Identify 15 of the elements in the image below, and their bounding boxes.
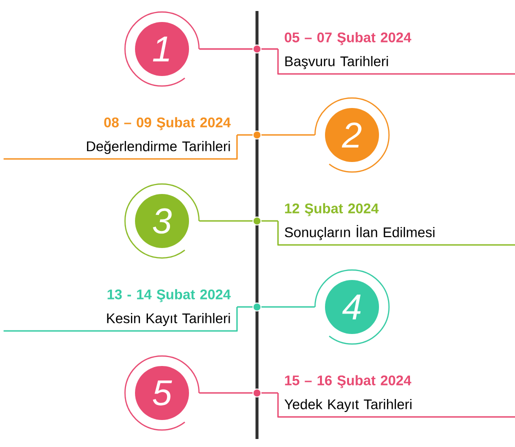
- description-text: Yedek Kayıt Tarihleri: [284, 399, 412, 412]
- date-text: 13 - 14 Şubat 2024: [108, 289, 231, 302]
- connector-line: [199, 220, 278, 222]
- date-text: 08 – 09 Şubat 2024: [104, 117, 231, 130]
- description-text: Değerlendirme Tarihleri: [87, 140, 230, 154]
- date-text: 15 – 16 Şubat 2024: [285, 375, 412, 388]
- connector-line: [237, 306, 315, 308]
- description-text: Kesin Kayıt Tarihleri: [107, 313, 230, 326]
- date-text: 05 – 07 Şubat 2024: [284, 32, 412, 46]
- description-text: Başvuru Tarihleri: [285, 56, 388, 70]
- connector-line: [199, 392, 278, 394]
- date-text: 12 Şubat 2024: [285, 203, 379, 216]
- connector-line: [199, 48, 278, 50]
- connector-line: [237, 134, 315, 136]
- description-text: Sonuçların İlan Edilmesi: [284, 225, 434, 240]
